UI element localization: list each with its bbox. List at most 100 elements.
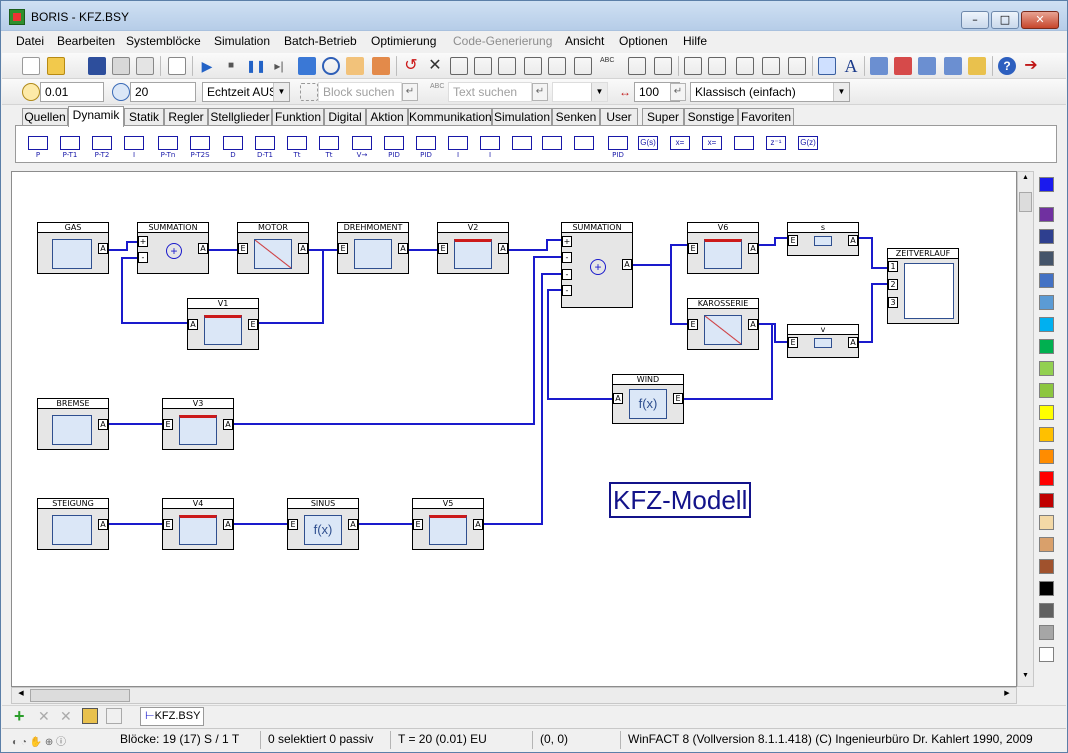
output-pin[interactable]: A	[613, 393, 623, 404]
scroll-up-icon[interactable]: ▲	[1022, 174, 1029, 181]
input-pin[interactable]: E	[413, 519, 423, 530]
tab-quellen[interactable]: Quellen	[22, 108, 68, 126]
help-icon[interactable]: ?	[998, 57, 1016, 75]
block-bremse[interactable]: BREMSE A	[37, 398, 109, 450]
remove-icon[interactable]: ✕	[38, 708, 50, 724]
menu-code-generierung[interactable]: Code-Generierung	[453, 34, 553, 48]
add-icon[interactable]: +	[14, 706, 25, 726]
tab-statik[interactable]: Statik	[124, 108, 164, 126]
color-swatch[interactable]	[1039, 229, 1054, 244]
search-scope-select[interactable]: ▼	[552, 82, 608, 102]
block-search-input[interactable]: Block suchen	[318, 82, 402, 102]
close-button[interactable]: ✕	[1021, 11, 1059, 29]
tab-funktion[interactable]: Funktion	[272, 108, 324, 126]
menu-ansicht[interactable]: Ansicht	[565, 34, 605, 48]
palette-pt2s[interactable]: P-T2S	[188, 134, 212, 160]
minus-input-pin[interactable]: -	[562, 269, 572, 280]
menu-simulation[interactable]: Simulation	[214, 34, 271, 48]
plus-input-pin[interactable]: +	[138, 236, 148, 247]
color-swatch[interactable]	[1039, 581, 1054, 596]
remove-all-icon[interactable]: ✕	[60, 708, 72, 724]
block-v5[interactable]: V5 E A	[412, 498, 484, 550]
palette-pt1[interactable]: P-T1	[58, 134, 82, 160]
color-swatch[interactable]	[1039, 471, 1054, 486]
tab-dynamik[interactable]: Dynamik	[68, 106, 124, 127]
menu-optionen[interactable]: Optionen	[619, 34, 668, 48]
horizontal-scroll-thumb[interactable]	[30, 689, 130, 702]
menu-batch-betrieb[interactable]: Batch-Betrieb	[284, 34, 357, 48]
palette-zinv[interactable]: z⁻¹	[764, 134, 788, 160]
block-v[interactable]: v E A	[787, 324, 859, 358]
copy-doc-icon[interactable]	[82, 708, 98, 724]
palette-bus[interactable]	[510, 134, 534, 160]
new-file-icon[interactable]	[22, 57, 40, 75]
color-swatch[interactable]	[1039, 625, 1054, 640]
palette-gz[interactable]: G(z)	[796, 134, 820, 160]
color-swatch[interactable]	[1039, 515, 1054, 530]
mode-select[interactable]: Klassisch (einfach) ▼	[690, 82, 850, 102]
diagram-canvas[interactable]: GAS A SUMMATION + - + A MOTOR E A DREHMO…	[11, 171, 1017, 687]
palette-i3[interactable]: I	[478, 134, 502, 160]
pause-icon[interactable]: ❚❚	[246, 59, 267, 73]
text-icon[interactable]: A	[844, 56, 858, 76]
input-pin[interactable]: E	[673, 393, 683, 404]
palette-tt[interactable]: Tt	[285, 134, 309, 160]
step-size-input[interactable]: 0.01	[40, 82, 104, 102]
layout-icon[interactable]	[684, 57, 702, 75]
output-pin[interactable]: A	[298, 243, 308, 254]
tab-user[interactable]: User	[600, 108, 638, 126]
palette-pid[interactable]: PID	[382, 134, 406, 160]
color-swatch[interactable]	[1039, 317, 1054, 332]
palette-p[interactable]: P	[26, 134, 50, 160]
color-swatch[interactable]	[1039, 493, 1054, 508]
print-icon[interactable]	[112, 57, 130, 75]
block-steigung[interactable]: STEIGUNG A	[37, 498, 109, 550]
output-pin[interactable]: A	[223, 419, 233, 430]
network-icon[interactable]	[736, 57, 754, 75]
arrange4-icon[interactable]	[944, 57, 962, 75]
input-pin-2[interactable]: 2	[888, 279, 898, 290]
palette-state2[interactable]: x=	[700, 134, 724, 160]
input-pin[interactable]: E	[288, 519, 298, 530]
zoom-enter-icon[interactable]: ↵	[670, 83, 686, 101]
color-swatch[interactable]	[1039, 251, 1054, 266]
tab-super[interactable]: Super	[642, 108, 684, 126]
palette-state1[interactable]: x=	[668, 134, 692, 160]
input-pin[interactable]: E	[688, 243, 698, 254]
block-zeitverlauf[interactable]: ZEITVERLAUF 1 2 3	[887, 248, 959, 324]
output-pin[interactable]: A	[398, 243, 408, 254]
block-wind[interactable]: WIND A f(x) E	[612, 374, 684, 424]
input-pin-3[interactable]: 3	[888, 297, 898, 308]
color-swatch[interactable]	[1039, 647, 1054, 662]
output-pin[interactable]: A	[498, 243, 508, 254]
output-pin[interactable]: A	[473, 519, 483, 530]
network2-icon[interactable]	[762, 57, 780, 75]
minus-input-pin[interactable]: -	[562, 252, 572, 263]
color-swatch[interactable]	[1039, 559, 1054, 574]
cut-icon[interactable]	[450, 57, 468, 75]
block-summation-1[interactable]: SUMMATION + - + A	[137, 222, 209, 274]
play-icon[interactable]: ▶	[201, 58, 213, 74]
block-summation-2[interactable]: SUMMATION + - - - + A	[561, 222, 633, 308]
color-swatch[interactable]	[1039, 273, 1054, 288]
output-pin[interactable]: A	[748, 243, 758, 254]
block-v6[interactable]: V6 E A	[687, 222, 759, 274]
minus-input-pin[interactable]: -	[138, 252, 148, 263]
text-search-input[interactable]: Text suchen	[448, 82, 532, 102]
minus-input-pin[interactable]: -	[562, 285, 572, 296]
input-pin[interactable]: E	[248, 319, 258, 330]
exit-icon[interactable]: ➔	[1024, 57, 1038, 74]
input-pin[interactable]: E	[338, 243, 348, 254]
sim-time-input[interactable]: 20	[130, 82, 196, 102]
block-motor[interactable]: MOTOR E A	[237, 222, 309, 274]
tab-regler[interactable]: Regler	[164, 108, 208, 126]
output-pin[interactable]: A	[622, 259, 632, 270]
scroll-down-icon[interactable]: ▼	[1022, 672, 1029, 679]
copy-icon[interactable]	[474, 57, 492, 75]
tab-senken[interactable]: Senken	[552, 108, 600, 126]
output-pin[interactable]: A	[98, 243, 108, 254]
paste-icon[interactable]	[498, 57, 516, 75]
palette-i[interactable]: I	[122, 134, 146, 160]
palette-pid2[interactable]: PID	[414, 134, 438, 160]
output-pin[interactable]: A	[223, 519, 233, 530]
